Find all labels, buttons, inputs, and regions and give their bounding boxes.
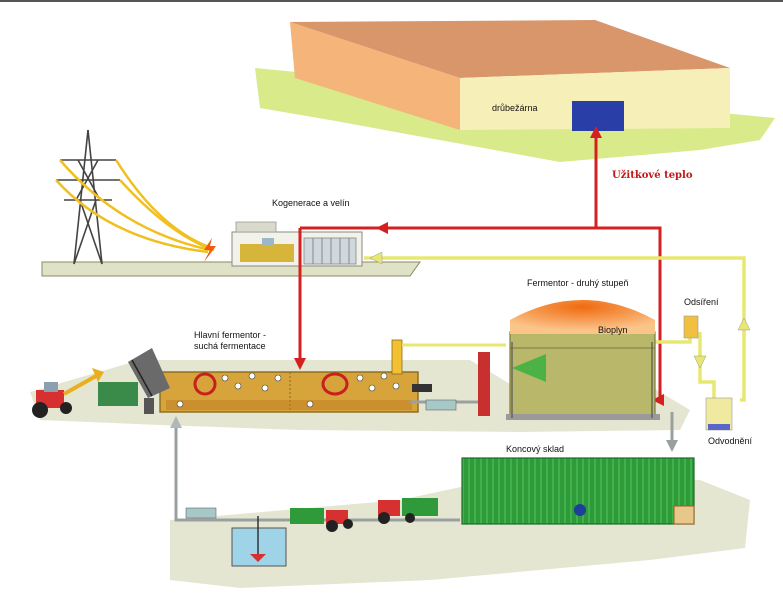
chp-unit [231,221,363,267]
heat-exchanger-box [572,101,624,131]
digestate-pipes [174,412,674,522]
gas-arrow-left [369,251,383,265]
second-fermenter-label: Fermentor - druhý stupeň [527,278,629,288]
gas-arrow-down [693,355,707,369]
main-fermenter-label-2: suchá fermentace [194,341,266,351]
final-storage [461,457,695,525]
main-fermenter [159,339,432,413]
transfer-pump [402,343,506,416]
return-arrow-up [170,416,182,428]
tractor-loader [32,368,104,418]
power-pylon [56,129,120,265]
useful-heat-label: Užitkové teplo [612,170,693,181]
power-lines [55,159,215,254]
heat-arrow-left [376,222,388,234]
desulfurization-label: Odsíření [684,297,719,307]
final-storage-label: Koncový sklad [506,444,565,454]
dewatering-label: Odvodnění [708,436,753,446]
chp-label: Kogenerace a velín [272,198,350,208]
lightning-icon [204,238,216,262]
second-stage-fermenter [506,300,660,420]
heat-arrow-fermenter [652,394,664,406]
pump-pit [185,507,287,567]
gas-arrow-up [737,317,751,331]
digestate-arrow-down [666,440,678,452]
main-fermenter-label-1: Hlavní fermentor - [194,330,267,340]
heat-arrow-down [294,358,306,370]
ground-chp [41,261,421,277]
biogas-label: Bioplyn [598,325,628,335]
tractor-1 [290,508,353,532]
poultry-house [290,20,730,131]
feed-bin [98,382,138,406]
desulfurization-unit [683,315,699,339]
poultry-house-label: drůbežárna [492,103,538,113]
feed-conveyor [128,348,170,414]
heat-arrow-up [590,126,602,138]
tractor-2 [378,498,438,524]
